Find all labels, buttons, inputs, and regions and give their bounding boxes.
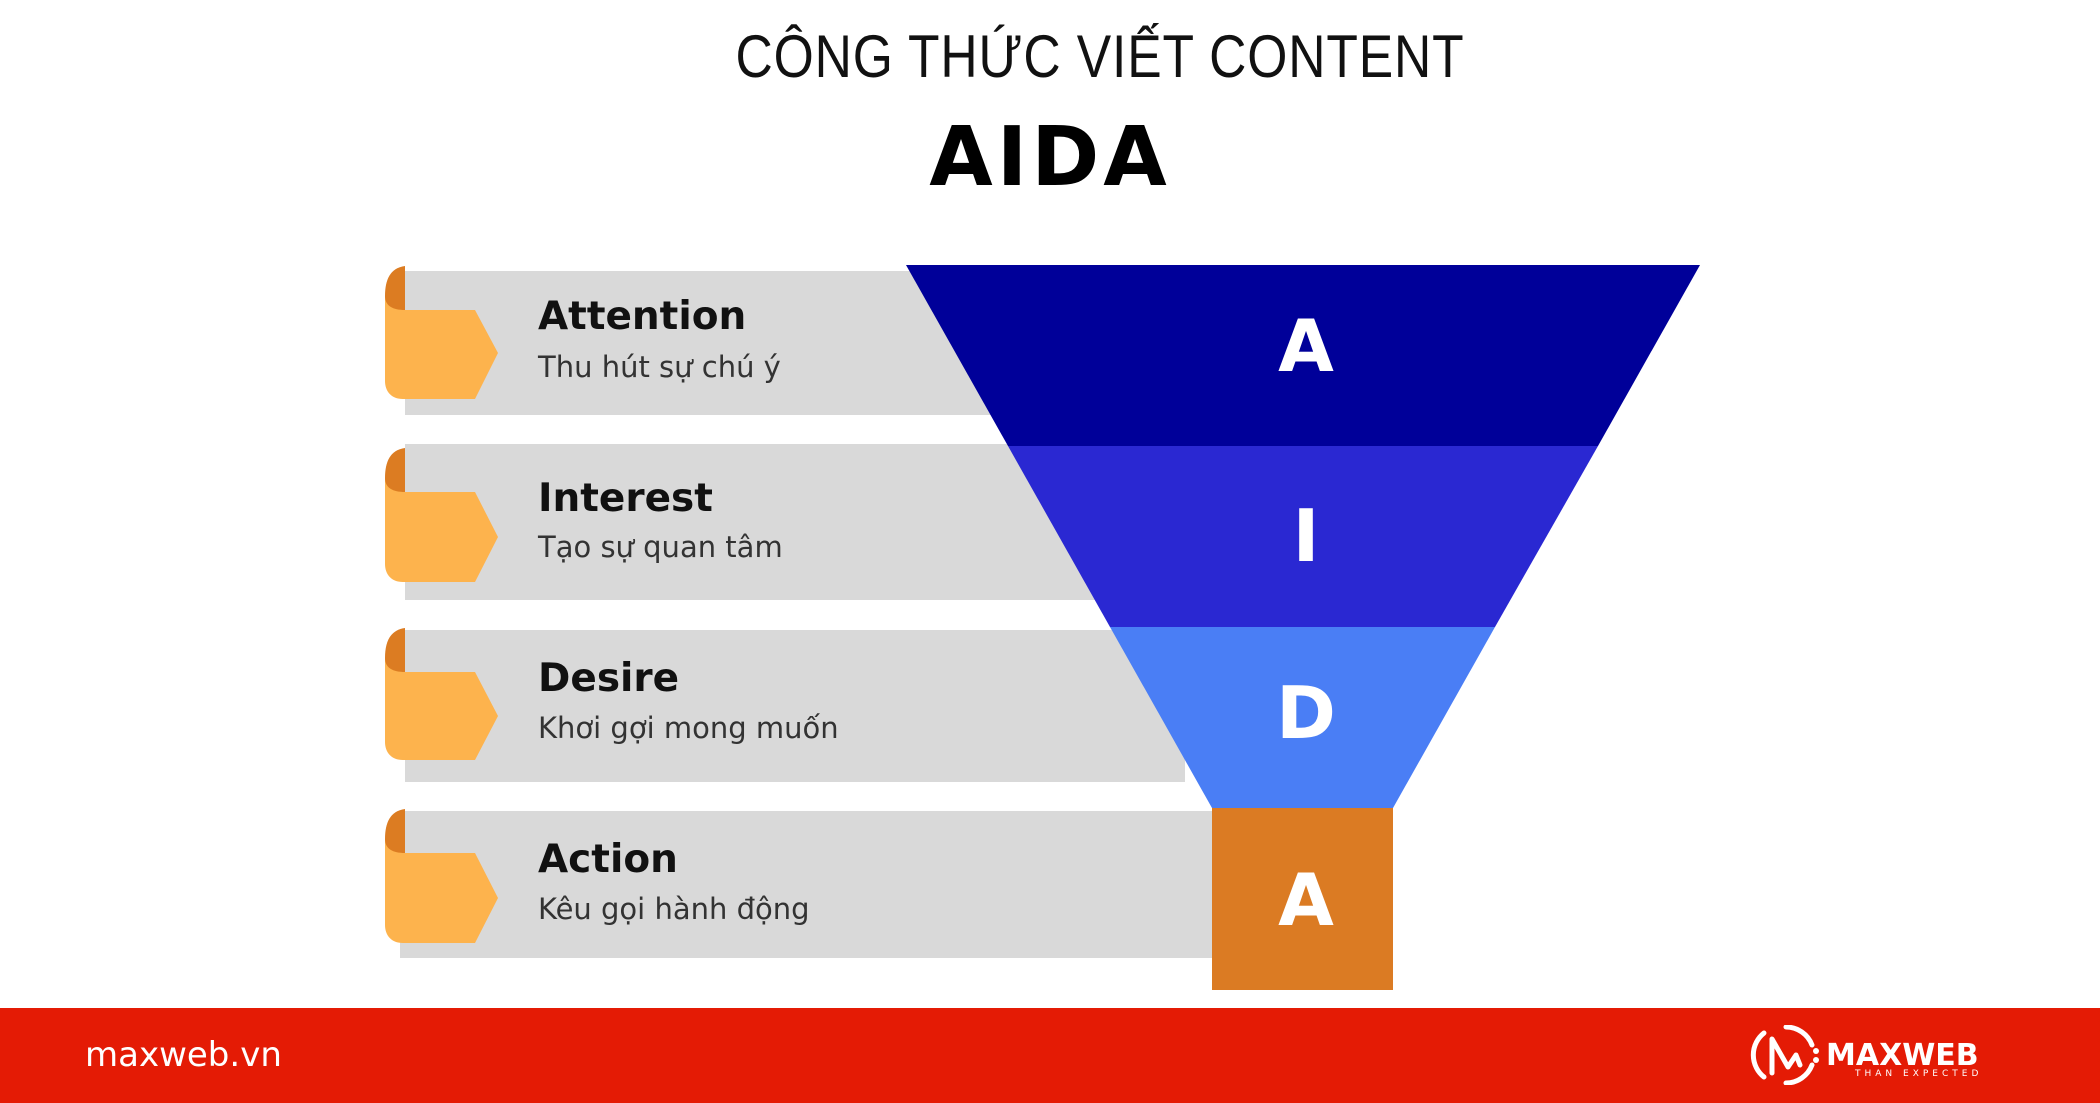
funnel-letter-interest: I (1292, 494, 1320, 578)
stage-subtitle-attention: Thu hút sự chú ý (538, 350, 781, 384)
stage-title-action: Action (538, 837, 678, 882)
maxweb-logo-icon (1750, 1025, 1819, 1085)
logo-name: MAXWEB (1826, 1038, 1979, 1073)
funnel-band-desire (1110, 627, 1495, 808)
funnel-letter-action: A (1278, 858, 1334, 942)
funnel-letter-desire: D (1276, 671, 1336, 755)
page-title: CÔNG THỨC VIẾT CONTENT (735, 23, 1465, 90)
heading-text: AIDA (929, 110, 1171, 205)
funnel-letter-attention: A (1278, 304, 1334, 388)
stage-subtitle-action: Kêu gọi hành động (538, 892, 810, 926)
stage-bar-desire (405, 630, 1185, 782)
tab-icon-interest (385, 448, 498, 582)
funnel-band-interest (1008, 446, 1598, 627)
logo-tagline: THAN EXPECTED (1855, 1069, 1983, 1079)
footer-bar (0, 1008, 2100, 1103)
stage-title-interest: Interest (538, 476, 713, 521)
stage-title-desire: Desire (538, 656, 680, 701)
footer-url-link[interactable]: maxweb.vn (85, 1035, 282, 1075)
stage-subtitle-desire: Khơi gợi mong muốn (538, 711, 839, 745)
tab-icon-action (385, 809, 498, 943)
stage-bar-action (400, 811, 1220, 958)
stage-subtitle-interest: Tạo sự quan tâm (538, 530, 783, 564)
funnel-block-action (1212, 808, 1393, 990)
stage-title-attention: Attention (538, 294, 747, 339)
tab-icon-desire (385, 628, 498, 760)
page-heading: AIDA (0, 110, 2100, 205)
funnel-band-attention (906, 265, 1700, 446)
tab-icon-attention (385, 266, 498, 399)
